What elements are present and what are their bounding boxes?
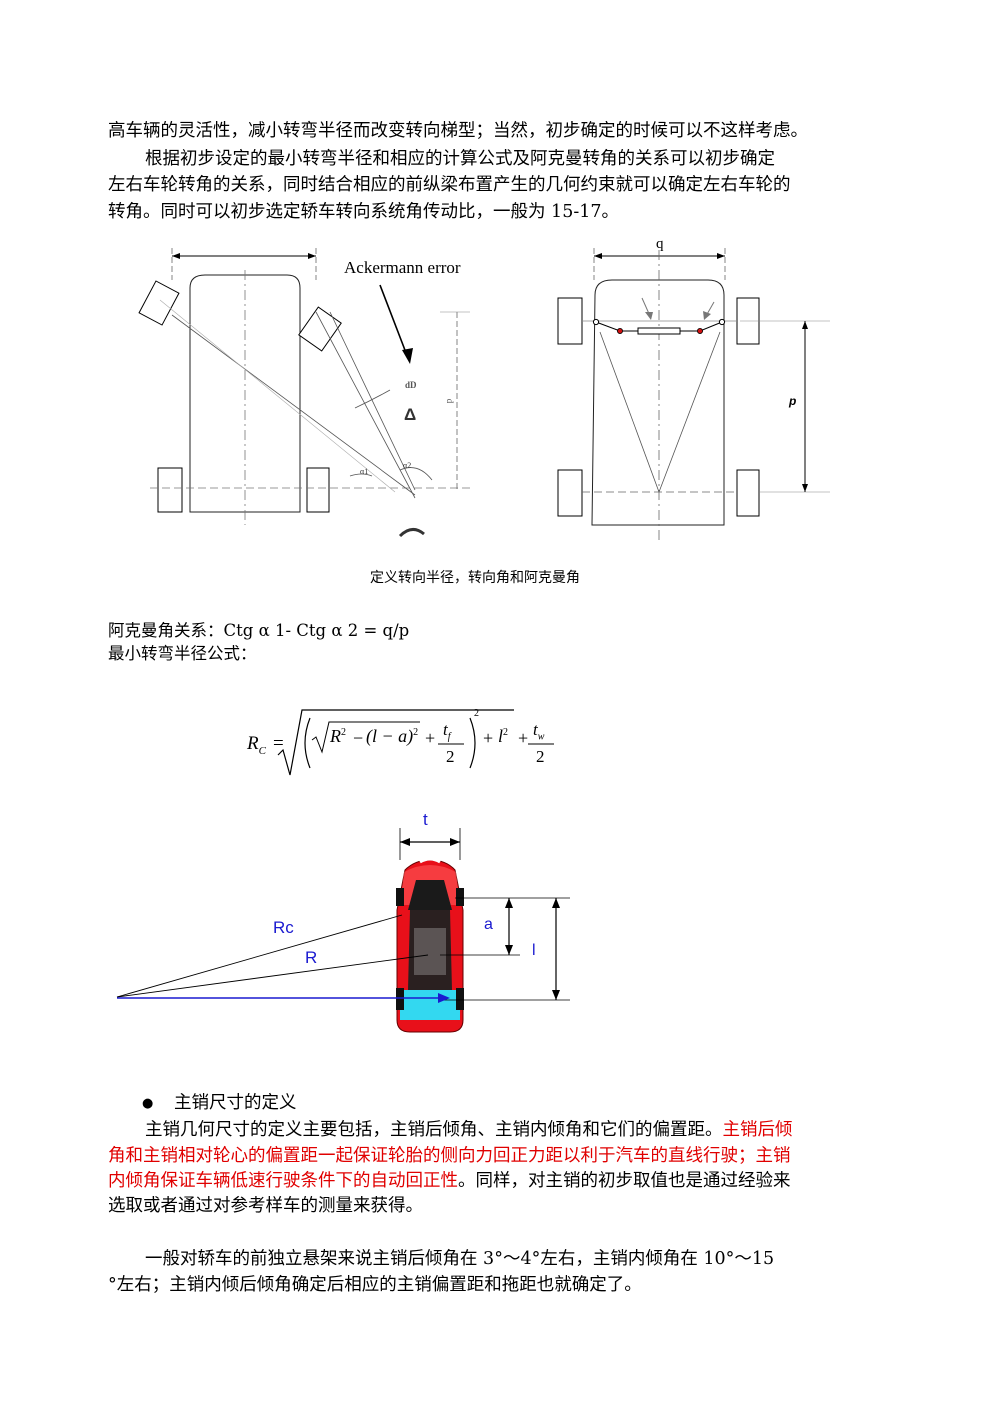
para1-line2: 根据初步设定的最小转弯半径和相应的计算公式及阿克曼转角的关系可以初步确定 bbox=[145, 149, 775, 169]
min-turning-radius-equation bbox=[277, 709, 554, 776]
section-p1-line3: 内倾角保证车辆低速行驶条件下的自动回正性。同样，对主销的初步取值也是通过经验来 bbox=[108, 1171, 791, 1191]
dD-label: dD bbox=[405, 380, 417, 390]
para1-line4: 转角。同时可以初步选定轿车转向系统角传动比，一般为 15-17。 bbox=[108, 202, 620, 222]
eq-plus2: + bbox=[483, 728, 494, 748]
eq-two2: 2 bbox=[536, 747, 545, 766]
min-radius-title: 最小转弯半径公式： bbox=[108, 644, 257, 663]
p-label-right: p bbox=[789, 394, 797, 408]
section-p2-line1: 一般对轿车的前独立悬架来说主销后倾角在 3°～4°左右，主销内倾角在 10°～1… bbox=[145, 1249, 775, 1269]
eq-outer-sq: 2 bbox=[474, 708, 479, 719]
l-label: l bbox=[532, 942, 536, 959]
section-p1-line2: 角和主销相对轮心的偏置距一起保证轮胎的侧向力回正力距以利于汽车的直线行驶；主销 bbox=[108, 1146, 791, 1166]
Rc-label: Rc bbox=[273, 918, 294, 937]
t-label: t bbox=[423, 810, 428, 829]
section-p1-line4: 选取或者通过对参考样车的测量来获得。 bbox=[108, 1196, 423, 1216]
eq-l-minus-a: (l − a)2 bbox=[366, 726, 419, 746]
right-diagram bbox=[557, 248, 830, 540]
eq-lhs: RC bbox=[247, 733, 266, 757]
section-title: 主销尺寸的定义 bbox=[174, 1093, 297, 1113]
p-label-left: p bbox=[443, 398, 454, 404]
red-car bbox=[396, 857, 464, 1033]
car-turning-radius-figure bbox=[116, 828, 570, 1033]
R-label: R bbox=[305, 948, 318, 967]
eq-minus: − bbox=[353, 728, 364, 748]
eq-R: R2 bbox=[330, 726, 346, 746]
ackermann-error-label: Ackermann error bbox=[344, 258, 461, 277]
eq-two1: 2 bbox=[446, 747, 455, 766]
delta-label: Δ bbox=[404, 405, 417, 424]
alpha2-label: α2 bbox=[403, 461, 412, 470]
para1-line1: 高车辆的灵活性，减小转弯半径而改变转向梯型；当然，初步确定的时候可以不这样考虑。 bbox=[108, 121, 808, 141]
eq-tf: tf bbox=[443, 720, 451, 743]
eq-plus3: + bbox=[518, 728, 529, 748]
ackermann-relation: 阿克曼角关系：Ctg α 1- Ctg α 2 = q/p bbox=[108, 621, 410, 640]
alpha1-label: α1 bbox=[360, 467, 369, 476]
section-p1-line1: 主销几何尺寸的定义主要包括，主销后倾角、主销内倾角和它们的偏置距。主销后倾 bbox=[145, 1120, 793, 1140]
eq-equals: = bbox=[273, 733, 284, 754]
bullet-icon: ● bbox=[142, 1096, 154, 1111]
eq-tw: tw bbox=[533, 720, 545, 743]
para1-line3: 左右车轮转角的关系，同时结合相应的前纵梁布置产生的几何约束就可以确定左右车轮的 bbox=[108, 175, 791, 195]
left-diagram bbox=[138, 248, 470, 538]
a-label: a bbox=[484, 916, 493, 933]
section-p2-line2: °左右；主销内倾后倾角确定后相应的主销偏置距和拖距也就确定了。 bbox=[108, 1275, 642, 1295]
q-label: q bbox=[656, 236, 664, 252]
figure1-caption: 定义转向半径，转向角和阿克曼角 bbox=[370, 570, 580, 586]
eq-plus1: + bbox=[425, 728, 436, 748]
eq-l: l2 bbox=[498, 726, 509, 746]
steering-geometry-figure bbox=[138, 248, 830, 540]
